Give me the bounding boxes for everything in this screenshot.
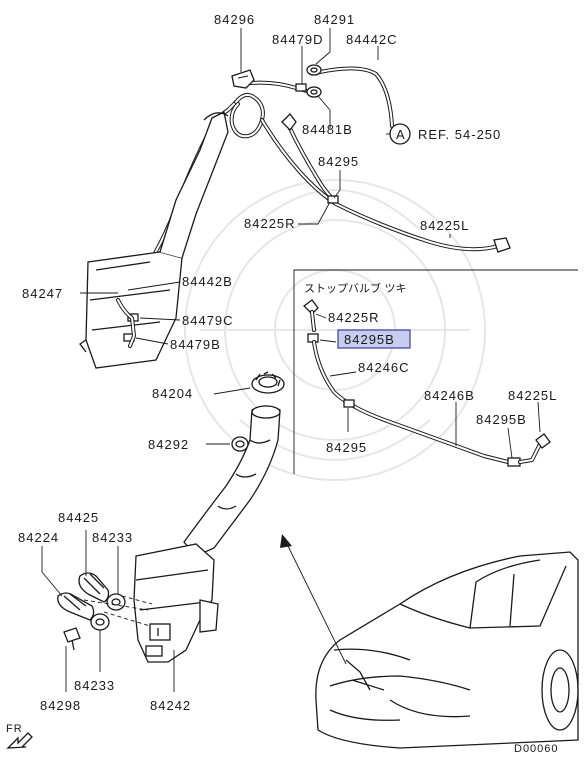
label-84298: 84298 [40, 698, 81, 713]
washer-tank-assembly [57, 111, 285, 663]
car-illustration [280, 534, 579, 749]
part-labels: 84296 84291 84479D 84442C 84481B A REF. … [6, 12, 559, 755]
label-84479C: 84479C [182, 313, 234, 328]
front-arrow-icon [6, 732, 33, 749]
label-84225R: 84225R [244, 216, 296, 231]
inset-panel [293, 269, 578, 474]
label-84247: 84247 [22, 286, 63, 301]
ref-text: REF. 54-250 [418, 127, 501, 142]
inset-label-84246B: 84246B [424, 388, 475, 403]
inset-label-84225L: 84225L [508, 388, 557, 403]
label-84479B: 84479B [170, 337, 221, 352]
label-84479D: 84479D [272, 32, 324, 47]
highlight-box [337, 329, 411, 349]
label-84204: 84204 [152, 386, 193, 401]
label-84233-top: 84233 [92, 530, 133, 545]
inset-label-84295: 84295 [326, 440, 367, 455]
label-84295: 84295 [318, 154, 359, 169]
label-84296: 84296 [214, 12, 255, 27]
inset-label-84225R: 84225R [328, 310, 380, 325]
upper-hose-assembly [116, 64, 511, 302]
ref-marker: A [396, 127, 406, 142]
inset-label-84295B: 84295B [476, 412, 527, 427]
label-84442B: 84442B [182, 274, 233, 289]
label-84425: 84425 [58, 510, 99, 525]
leader-lines [41, 28, 451, 692]
inset-label-84295B-highlighted[interactable]: 84295B [344, 332, 395, 347]
label-84225L: 84225L [420, 218, 469, 233]
label-84233-bottom: 84233 [74, 678, 115, 693]
label-84224: 84224 [18, 530, 59, 545]
label-84242: 84242 [150, 698, 191, 713]
inset-label-84246C: 84246C [358, 360, 410, 375]
label-fr: FR [6, 723, 23, 735]
drawing-number: D00060 [514, 743, 559, 755]
label-84291: 84291 [314, 12, 355, 27]
inset-labels: ストップバルブ ツキ 84225R 84295B 84246C 84246B 8… [304, 281, 557, 455]
label-84442C: 84442C [346, 32, 398, 47]
inset-title: ストップバルブ ツキ [304, 281, 407, 295]
label-84292: 84292 [148, 437, 189, 452]
label-84481B: 84481B [302, 122, 353, 137]
